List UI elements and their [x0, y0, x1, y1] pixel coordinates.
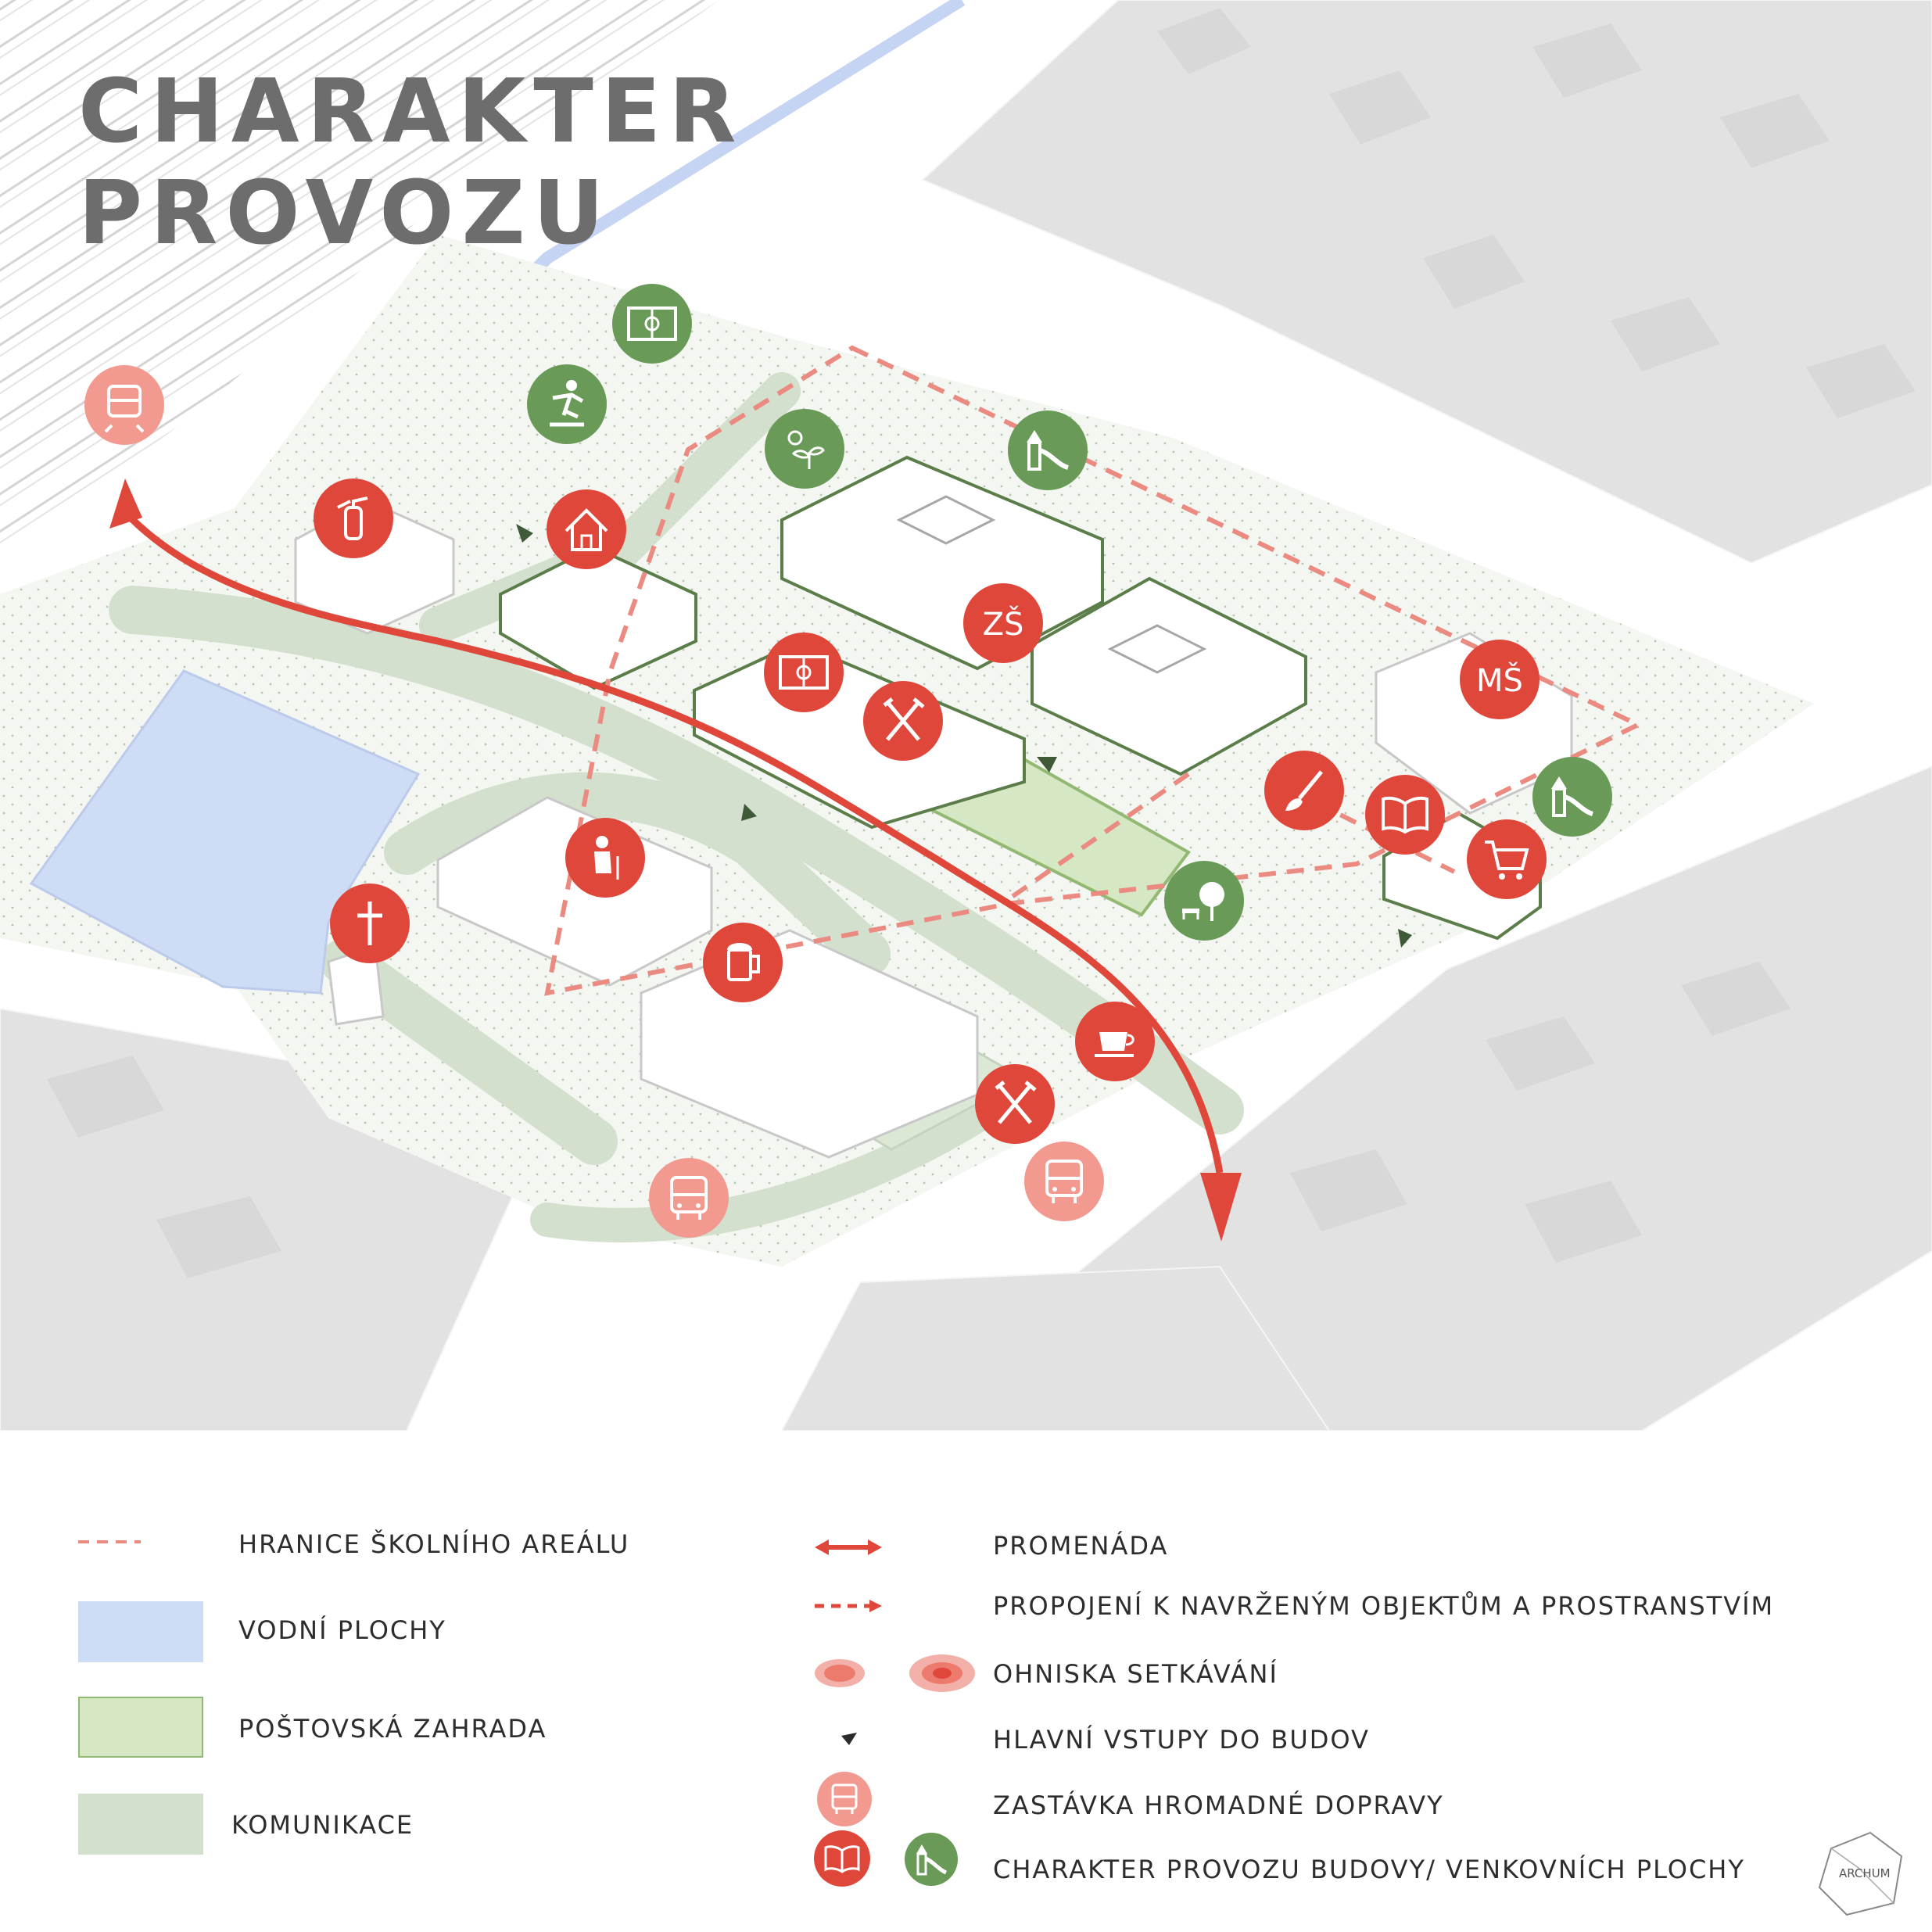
meeting-point-swatch — [815, 1654, 975, 1692]
gym-icon[interactable] — [764, 633, 844, 712]
character-swatch-red — [814, 1830, 870, 1887]
page-title: CHARAKTER PROVOZU — [78, 61, 744, 264]
skateboard-icon[interactable] — [527, 364, 607, 444]
title-line-2: PROVOZU — [78, 163, 612, 264]
legend: HRANICE ŠKOLNÍHO AREÁLU VODNÍ PLOCHY POŠ… — [0, 1431, 1932, 1932]
school-label: ZŠ — [983, 605, 1024, 643]
legend-transit-stop: ZASTÁVKA HROMADNÉ DOPRAVY — [993, 1790, 1444, 1820]
promenade-arrowhead-north — [109, 479, 142, 529]
house-blocks — [47, 8, 1916, 1278]
plant-sun-icon[interactable] — [765, 409, 844, 489]
playground-icon[interactable] — [1532, 757, 1612, 837]
bus-icon[interactable] — [649, 1158, 729, 1238]
railway — [0, 0, 719, 563]
legend-building-character: CHARAKTER PROVOZU BUDOVY/ VENKOVNÍCH PLO… — [993, 1855, 1745, 1884]
cart-icon[interactable] — [1467, 819, 1547, 899]
elderly-icon[interactable] — [565, 818, 645, 898]
archum-logo — [1818, 1831, 1903, 1916]
roads-swatch — [78, 1794, 203, 1855]
cross-icon[interactable] — [330, 884, 410, 963]
brand-label: ARCHUM — [1839, 1866, 1891, 1880]
legend-water: VODNÍ PLOCHY — [238, 1615, 446, 1645]
coffee-icon[interactable] — [1075, 1002, 1155, 1081]
kindergarten-label: MŠ — [1476, 661, 1523, 699]
tree-bench-icon[interactable] — [1164, 861, 1244, 941]
beer-icon[interactable] — [703, 923, 783, 1002]
legend-entrances: HLAVNÍ VSTUPY DO BUDOV — [993, 1725, 1370, 1755]
promenade-swatch — [815, 1540, 882, 1555]
kindergarten-marker[interactable]: MŠ — [1460, 640, 1540, 719]
cutlery-icon[interactable] — [863, 681, 943, 761]
promenade-arrow — [122, 509, 1224, 1174]
legend-roads: KOMUNIKACE — [231, 1810, 414, 1840]
school-courtyards — [896, 495, 1207, 674]
transit-swatch — [817, 1772, 872, 1826]
character-swatch-green — [905, 1833, 958, 1886]
water-swatch — [78, 1601, 203, 1662]
train-icon[interactable] — [84, 365, 164, 445]
garden-swatch — [78, 1697, 203, 1758]
entrance-swatch — [841, 1733, 857, 1745]
brush-icon[interactable] — [1264, 751, 1344, 830]
site-map: ZŠ MŠ — [0, 0, 1932, 1431]
legend-connection: PROPOJENÍ K NAVRŽENÝM OBJEKTŮM A PROSTRA… — [993, 1591, 1775, 1621]
legend-meeting-points: OHNISKA SETKÁVÁNÍ — [993, 1659, 1278, 1689]
book-icon[interactable] — [1365, 775, 1445, 855]
fire-extinguisher-icon[interactable] — [314, 479, 393, 558]
playground-icon[interactable] — [1008, 410, 1088, 490]
entrance-markers — [516, 524, 1412, 948]
water-area — [29, 669, 421, 995]
title-line-1: CHARAKTER — [78, 61, 744, 163]
promenade-arrowhead-south — [1200, 1173, 1242, 1242]
school-marker[interactable]: ZŠ — [963, 583, 1043, 663]
legend-school-boundary: HRANICE ŠKOLNÍHO AREÁLU — [238, 1529, 630, 1559]
boundary-swatch — [78, 1540, 141, 1543]
sports-field-icon[interactable] — [612, 284, 692, 364]
bus-icon[interactable] — [1024, 1142, 1104, 1221]
legend-postal-garden: POŠTOVSKÁ ZAHRADA — [238, 1714, 547, 1744]
connection-swatch — [815, 1600, 882, 1612]
house-icon[interactable] — [547, 489, 626, 569]
legend-promenade: PROMENÁDA — [993, 1531, 1169, 1561]
cutlery-icon[interactable] — [975, 1064, 1055, 1144]
